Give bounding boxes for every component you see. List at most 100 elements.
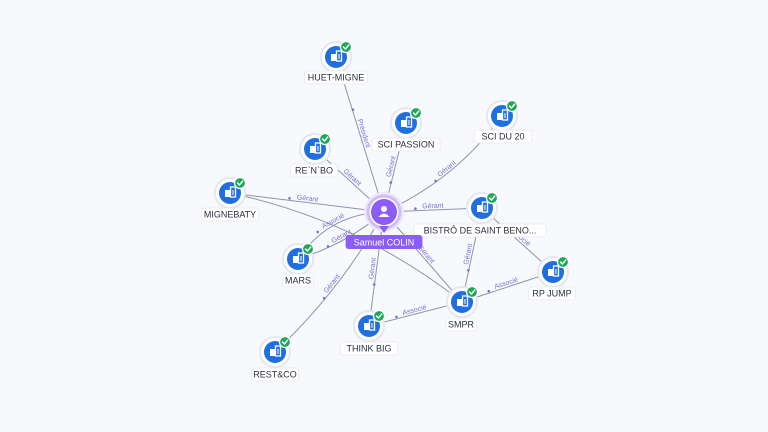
edge-arrow-marker <box>288 197 291 200</box>
building-tower <box>314 142 322 154</box>
node-label-bg <box>200 207 260 222</box>
verified-badge <box>318 132 332 146</box>
check-icon <box>412 110 420 116</box>
node-label-bg <box>528 286 576 301</box>
company-node-mars[interactable]: MARS <box>281 242 315 288</box>
verified-badge <box>409 106 423 120</box>
building-block <box>270 349 275 356</box>
edge-label: Gérant <box>422 203 444 211</box>
building-tower <box>335 50 343 62</box>
verified-badge <box>556 255 570 269</box>
node-label-bg <box>304 70 368 85</box>
edge-label: Gérant <box>368 257 378 279</box>
edge-arrow-marker <box>395 315 398 319</box>
check-icon <box>321 136 329 142</box>
node-label-bg <box>281 273 314 288</box>
edge-label: Gérant <box>437 160 458 179</box>
nodes-layer: HUET-MIGNE SCI PASSION SCI DU 20 RE`N`BO MIG… <box>200 40 576 382</box>
verified-badge <box>372 309 386 323</box>
building-block <box>477 205 482 212</box>
building-tower <box>552 265 560 277</box>
node-label-bg <box>339 341 399 356</box>
node-label: MARS <box>285 276 311 286</box>
edge-label: Président <box>356 118 371 148</box>
edge-label: Gérant <box>342 168 363 188</box>
building-block <box>331 54 336 61</box>
verified-badge <box>465 285 479 299</box>
node-label: RP JUMP <box>532 289 571 299</box>
company-node-rpjump[interactable]: RP JUMP <box>528 255 576 301</box>
edge-label: Gérant <box>296 194 318 204</box>
node-label-bg <box>413 223 547 238</box>
company-node-scidu20[interactable]: SCI DU 20 <box>473 99 533 144</box>
node-label-bg <box>251 367 299 382</box>
check-icon <box>375 313 383 319</box>
pin-tail <box>379 226 389 233</box>
edge-arrow-marker <box>434 179 437 183</box>
node-label-bg <box>290 163 338 178</box>
edge-label: Gérant <box>386 155 398 178</box>
person-body <box>378 213 390 217</box>
edge-line <box>274 211 385 353</box>
node-label: SCI DU 20 <box>481 132 524 142</box>
check-icon <box>559 259 567 265</box>
node-label: BISTRÔ DE SAINT BENO... <box>424 226 537 236</box>
building-tower <box>405 116 413 128</box>
building-block <box>457 299 462 306</box>
verified-badge <box>505 99 519 113</box>
edge-label: Associé <box>402 304 428 317</box>
check-icon <box>304 246 312 252</box>
building-tower <box>297 252 305 264</box>
building-block <box>364 323 369 330</box>
node-label: THINK BIG <box>346 344 391 354</box>
person-head <box>381 206 387 212</box>
edge-label: Gérant <box>323 274 342 295</box>
check-icon <box>488 195 496 201</box>
company-node-scipass[interactable]: SCI PASSION <box>371 106 441 152</box>
node-label: HUET-MIGNE <box>308 73 365 83</box>
node-label: RE`N`BO <box>295 166 333 176</box>
edge-arrow-marker <box>326 245 330 248</box>
node-label-bg <box>473 129 533 144</box>
building-tower <box>229 186 237 198</box>
building-tower <box>461 295 469 307</box>
node-label: SCI PASSION <box>378 140 435 150</box>
node-label: SMPR <box>448 320 475 330</box>
node-label: MIGNEBATY <box>204 210 256 220</box>
building-tower <box>368 319 376 331</box>
edge-arrow-marker <box>487 289 491 293</box>
edge-line <box>229 192 463 303</box>
edge-arrow-marker <box>322 296 326 300</box>
node-label-bg <box>371 137 441 152</box>
building-block <box>310 146 315 153</box>
check-icon <box>508 103 516 109</box>
edge-arrow-marker <box>414 207 417 211</box>
verified-badge <box>301 242 315 256</box>
company-node-huet[interactable]: HUET-MIGNE <box>304 40 368 85</box>
node-label-bg <box>444 317 477 332</box>
company-node-restco[interactable]: REST&CO <box>251 335 299 382</box>
building-block <box>497 113 502 120</box>
edge-arrow-marker <box>389 181 393 184</box>
company-node-thinkbig[interactable]: THINK BIG <box>339 309 399 356</box>
edge-arrow-marker <box>316 230 320 234</box>
building-tower <box>274 345 282 357</box>
company-node-bistro[interactable]: BISTRÔ DE SAINT BENO... <box>413 191 547 238</box>
verified-badge <box>485 191 499 205</box>
company-node-mignebaty[interactable]: MIGNEBATY <box>200 176 260 222</box>
edge-arrow-marker <box>372 283 376 286</box>
building-block <box>548 269 553 276</box>
edge-label: Associé <box>494 276 520 290</box>
building-tower <box>501 109 509 121</box>
verified-badge <box>278 335 292 349</box>
verified-badge <box>233 176 247 190</box>
company-node-renbo[interactable]: RE`N`BO <box>290 132 338 178</box>
edge-label: Gérant <box>463 243 474 265</box>
person-node-center[interactable]: Samuel COLIN <box>345 192 423 249</box>
check-icon <box>281 339 289 345</box>
center-label: Samuel COLIN <box>354 238 415 248</box>
company-node-smpr[interactable]: SMPR <box>444 285 479 332</box>
check-icon <box>236 180 244 186</box>
building-tower <box>481 201 489 213</box>
